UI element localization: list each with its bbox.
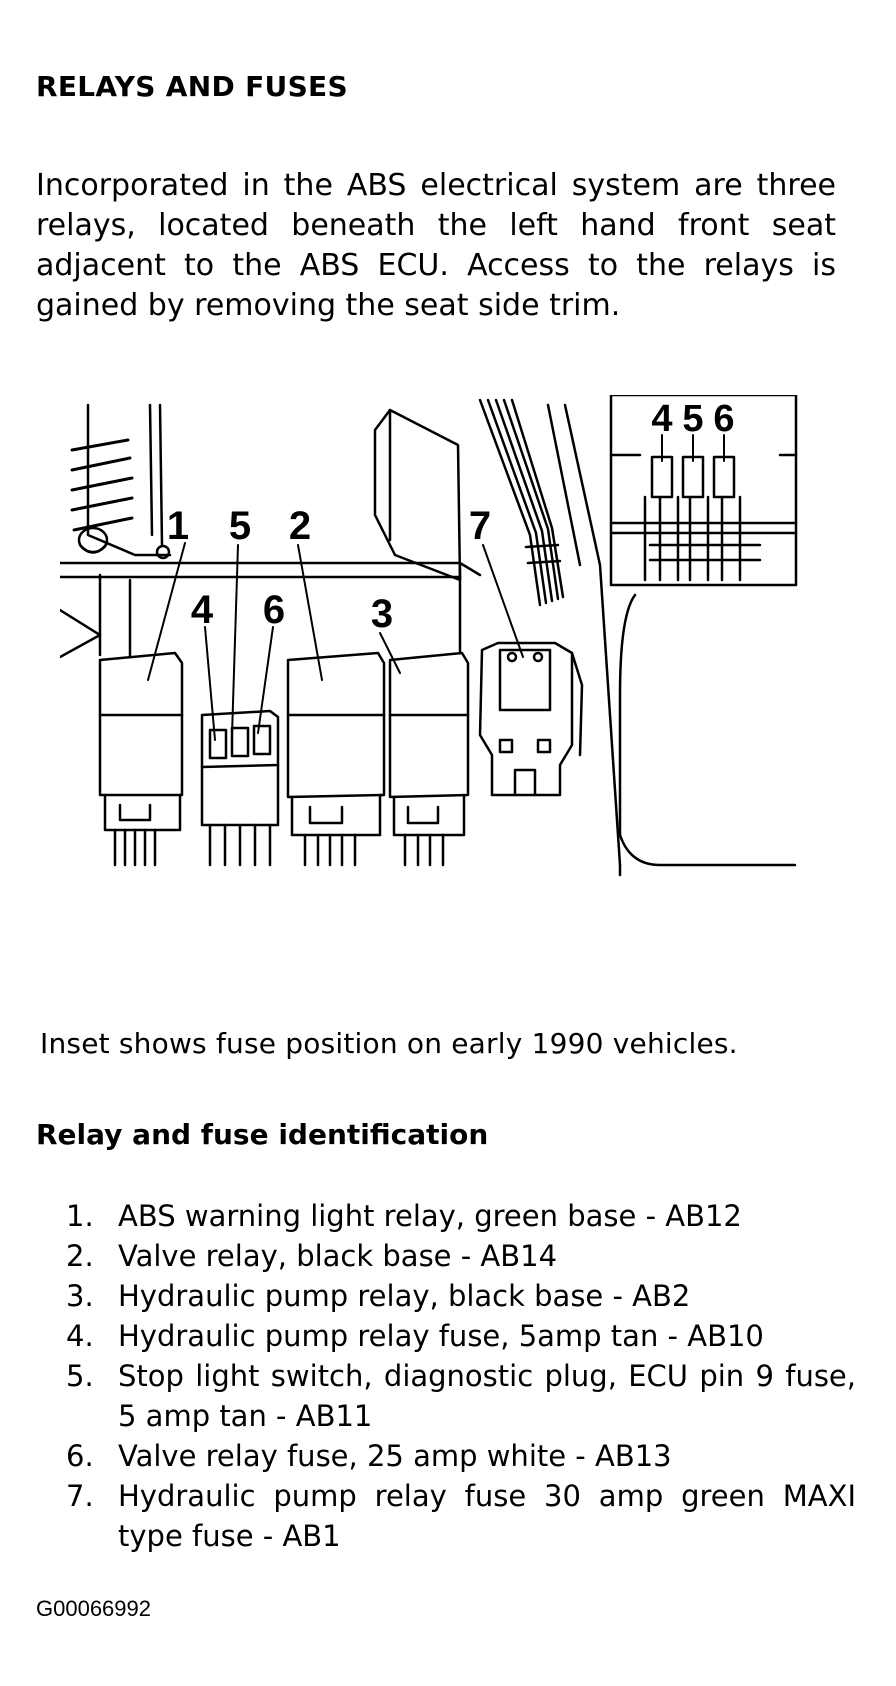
list-item: 4. Hydraulic pump relay fuse, 5amp tan - … xyxy=(66,1316,856,1356)
item-text: Stop light switch, diagnostic plug, ECU … xyxy=(118,1359,856,1433)
item-number: 1. xyxy=(66,1199,94,1233)
callout-2: 2 xyxy=(289,504,311,548)
item-text: Valve relay fuse, 25 amp white - AB13 xyxy=(118,1439,672,1473)
callout-4: 4 xyxy=(191,588,214,632)
list-item: 7. Hydraulic pump relay fuse 30 amp green… xyxy=(66,1476,856,1556)
item-number: 5. xyxy=(66,1359,94,1393)
relay-diagram: 1 5 2 7 4 6 3 4 5 6 xyxy=(60,395,798,877)
list-item: 2. Valve relay, black base - AB14 xyxy=(66,1236,856,1276)
callout-5: 5 xyxy=(229,504,251,548)
list-item: 3. Hydraulic pump relay, black base - AB2 xyxy=(66,1276,856,1316)
bolt xyxy=(77,526,171,560)
inset-callout-5: 5 xyxy=(682,398,703,440)
identification-list: 1. ABS warning light relay, green base - … xyxy=(66,1196,856,1556)
item-text: Hydraulic pump relay fuse, 5amp tan - AB… xyxy=(118,1319,764,1353)
relay-2 xyxy=(286,651,386,867)
seat-frame xyxy=(618,593,797,877)
callout-3: 3 xyxy=(371,592,393,636)
maxi-fuse-holder xyxy=(478,641,584,797)
callout-1: 1 xyxy=(167,504,189,548)
ecu-housing xyxy=(60,403,482,659)
callout-6: 6 xyxy=(263,588,285,632)
inset-callout-4: 4 xyxy=(651,398,672,440)
item-text: Hydraulic pump relay, black base - AB2 xyxy=(118,1279,691,1313)
relay-1 xyxy=(98,651,184,867)
list-item: 6. Valve relay fuse, 25 amp white - AB13 xyxy=(66,1436,856,1476)
item-number: 2. xyxy=(66,1239,94,1273)
leader-lines xyxy=(147,434,725,741)
document-code: G00066992 xyxy=(36,1596,151,1621)
item-text: Valve relay, black base - AB14 xyxy=(118,1239,558,1273)
identification-heading: Relay and fuse identification xyxy=(36,1118,489,1151)
item-number: 4. xyxy=(66,1319,94,1353)
item-number: 7. xyxy=(66,1479,94,1513)
bracket-plate xyxy=(373,408,462,582)
page-heading: RELAYS AND FUSES xyxy=(36,70,348,103)
relay-3 xyxy=(388,651,470,867)
fuse-block xyxy=(200,709,280,867)
item-number: 6. xyxy=(66,1439,94,1473)
figure-caption: Inset shows fuse position on early 1990 … xyxy=(40,1027,738,1060)
inset-box xyxy=(609,395,798,587)
callout-7: 7 xyxy=(469,504,491,548)
wire-bundle xyxy=(478,398,622,867)
item-text: Hydraulic pump relay fuse 30 amp green M… xyxy=(118,1479,856,1553)
harness-strips xyxy=(70,438,134,532)
list-item: 1. ABS warning light relay, green base - … xyxy=(66,1196,856,1236)
inset-callout-6: 6 xyxy=(713,398,734,440)
item-text: ABS warning light relay, green base - AB… xyxy=(118,1199,742,1233)
intro-paragraph: Incorporated in the ABS electrical syste… xyxy=(36,168,836,323)
list-item: 5. Stop light switch, diagnostic plug, EC… xyxy=(66,1356,856,1436)
item-number: 3. xyxy=(66,1279,94,1313)
